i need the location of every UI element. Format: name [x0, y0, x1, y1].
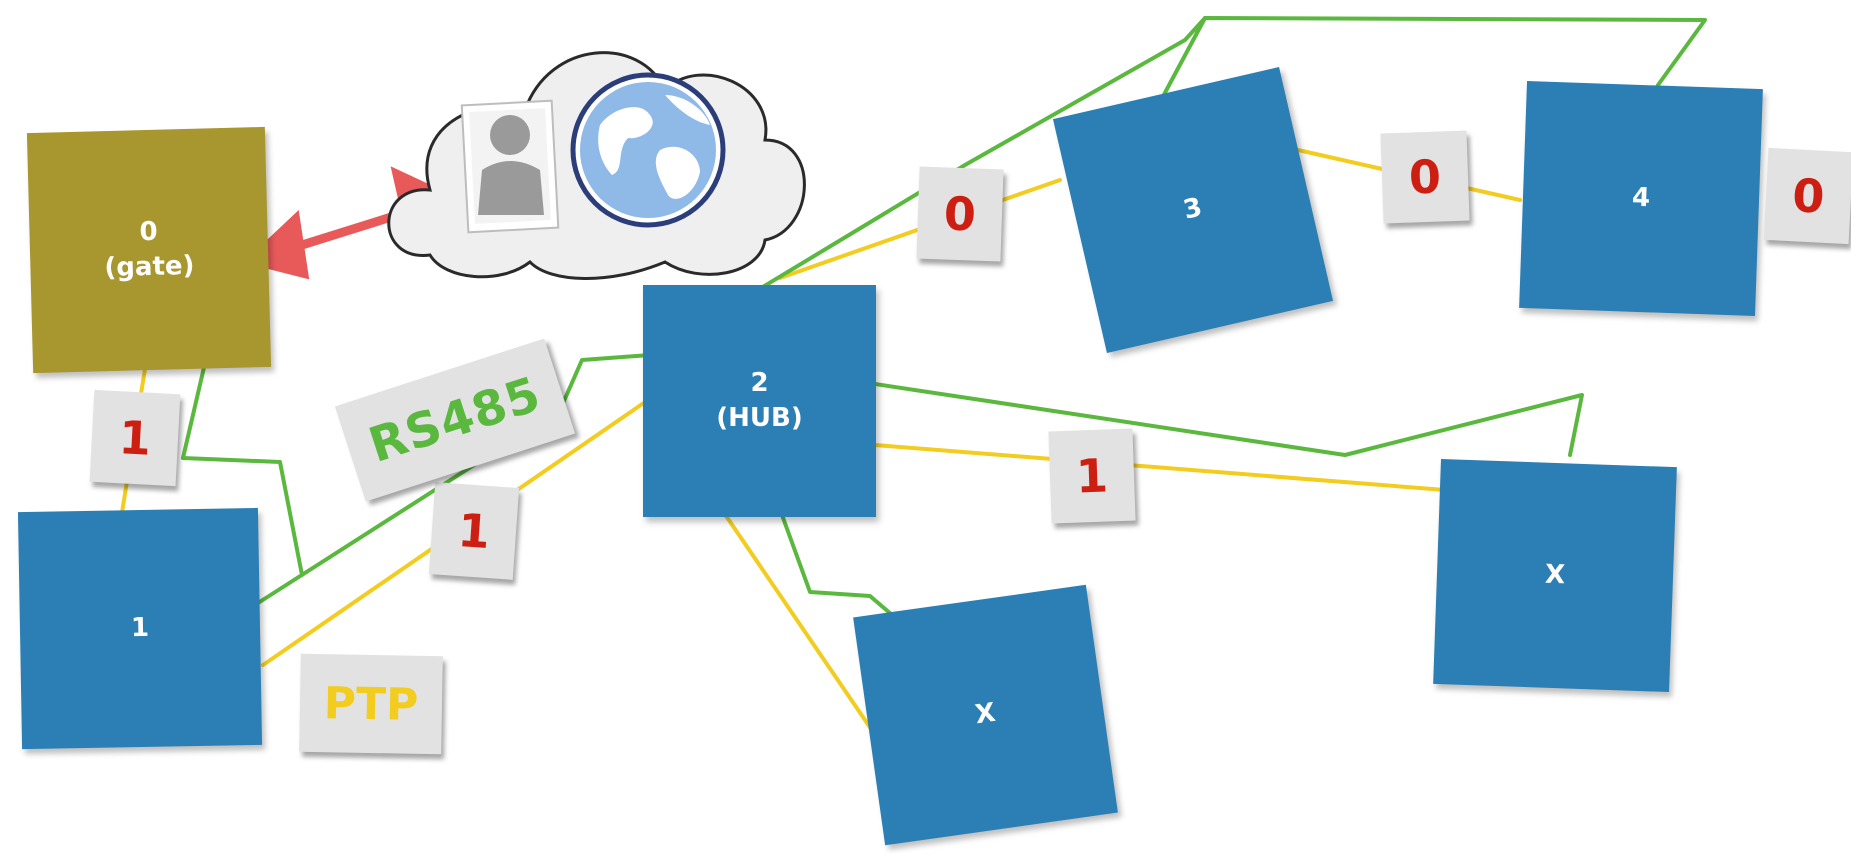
ptp-line-hub-x2 [873, 443, 1447, 492]
port-label-1-hub-text: 1 [456, 502, 492, 560]
node-hub-subtitle: (HUB) [716, 403, 803, 433]
port-label-gate-1: 1 [89, 389, 181, 487]
user-icon [460, 99, 560, 234]
node-gate: 0 (gate) [26, 126, 272, 374]
port-label-4-out-text: 0 [1791, 168, 1826, 224]
port-label-hub-3: 0 [916, 166, 1004, 262]
port-label-hub-x2: 1 [1048, 428, 1136, 524]
node-4: 4 [1519, 80, 1763, 317]
node-3-title: 3 [1180, 192, 1206, 227]
node-hub-title: 2 [750, 367, 769, 398]
port-label-4-out: 0 [1763, 147, 1851, 245]
rs485-line-hub-x2 [648, 348, 1584, 457]
rs485-lines [181, 16, 1707, 622]
port-label-hub-x2-text: 1 [1075, 448, 1109, 504]
node-x-right: X [1433, 458, 1677, 693]
node-1-title: 1 [130, 612, 150, 644]
rs485-line-3-bus [1158, 16, 1207, 104]
port-label-1-hub: 1 [428, 482, 520, 580]
port-label-3-4: 0 [1380, 130, 1470, 224]
rs485-line-hub-3-4 [648, 16, 1707, 357]
node-1: 1 [17, 507, 263, 750]
rs485-line-hub-x1 [780, 513, 900, 622]
globe-icon [570, 72, 726, 228]
port-label-gate-1-text: 1 [117, 410, 153, 466]
ptp-line-hub-x1 [720, 508, 884, 747]
port-label-3-4-text: 0 [1408, 149, 1442, 205]
legend-ptp: PTP [299, 653, 443, 755]
rs485-line-1-hub [256, 353, 652, 605]
rs485-line-gate-1 [181, 361, 304, 577]
port-label-hub-3-text: 0 [943, 186, 977, 242]
node-x-bottom-title: X [973, 698, 998, 731]
legend-ptp-text: PTP [323, 677, 419, 731]
node-x-bottom: X [853, 584, 1118, 846]
node-4-title: 4 [1631, 182, 1651, 214]
node-x-right-title: X [1544, 559, 1566, 591]
node-gate-subtitle: (gate) [104, 250, 195, 284]
node-hub: 2 (HUB) [643, 285, 876, 517]
node-gate-title: 0 [139, 216, 158, 248]
